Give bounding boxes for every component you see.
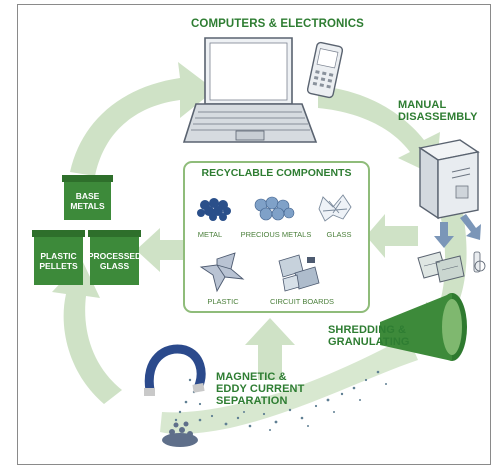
label-glass: GLASS <box>326 230 352 239</box>
laptop-icon <box>182 37 318 143</box>
particles <box>174 370 387 431</box>
box-processed-glass: PROCESSED GLASS <box>88 237 141 285</box>
computer-tower-icon <box>418 139 480 220</box>
label-precious-metals: PRECIOUS METALS <box>240 230 312 239</box>
magnet-icon <box>144 344 206 396</box>
phone-icon <box>306 41 344 99</box>
label-magnetic: MAGNETIC & EDDY CURRENT SEPARATION <box>216 371 305 407</box>
plastic-icon <box>199 252 245 293</box>
metal-pile-icon <box>162 421 198 447</box>
label-metal: METAL <box>197 230 223 239</box>
label-shredding: SHREDDING & GRANULATING <box>328 324 410 348</box>
panel-title: RECYCLABLE COMPONENTS <box>201 167 352 179</box>
title-computers: COMPUTERS & ELECTRONICS <box>191 18 364 30</box>
arrow-top-right <box>318 86 440 176</box>
shredded-stream <box>160 336 418 435</box>
arrow-bottom-up <box>245 318 295 380</box>
precious-metals-icon <box>254 196 295 221</box>
label-manual-disassembly: MANUAL DISASSEMBLY <box>398 99 478 123</box>
glass-icon <box>318 194 352 222</box>
funnel-icon <box>380 293 467 361</box>
circuit-boards-icon <box>278 254 320 292</box>
label-plastic: PLASTIC <box>207 297 239 306</box>
disassembly-arrows <box>434 214 481 248</box>
arrow-right-left <box>366 214 418 258</box>
metal-icon <box>197 198 231 221</box>
arrow-top-left <box>70 62 215 176</box>
recyclable-components-panel: RECYCLABLE COMPONENTS <box>183 161 370 313</box>
box-lid-plastic-pellets <box>32 230 85 237</box>
box-lid-processed-glass <box>88 230 141 237</box>
arrow-center-left <box>136 228 183 272</box>
arrow-left-up <box>52 260 122 404</box>
box-base-metals: BASE METALS <box>64 182 111 220</box>
box-plastic-pellets: PLASTIC PELLETS <box>34 237 83 285</box>
label-circuit-boards: CIRCUIT BOARDS <box>269 297 335 306</box>
box-lid-base-metals <box>62 175 113 182</box>
parts-icon <box>417 251 486 283</box>
component-icons <box>197 194 352 293</box>
